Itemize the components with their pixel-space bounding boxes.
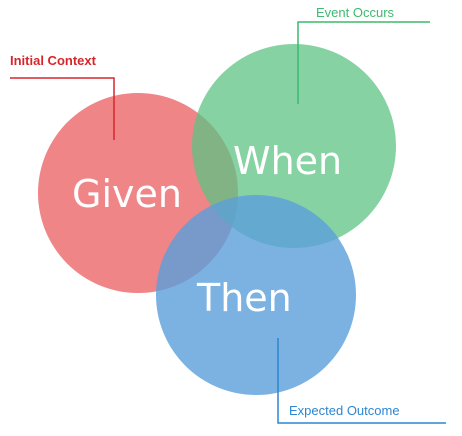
initial-context-leader-line [10, 77, 115, 140]
expected-outcome-leader-line [277, 338, 446, 424]
given-label: Given [72, 172, 182, 216]
then-circle [156, 195, 356, 395]
expected-outcome-label: Expected Outcome [289, 403, 400, 418]
event-occurs-label: Event Occurs [316, 5, 395, 20]
when-label: When [233, 139, 342, 183]
event-occurs-leader-line [297, 21, 430, 104]
then-label: Then [196, 276, 292, 320]
initial-context-label: Initial Context [10, 53, 97, 68]
